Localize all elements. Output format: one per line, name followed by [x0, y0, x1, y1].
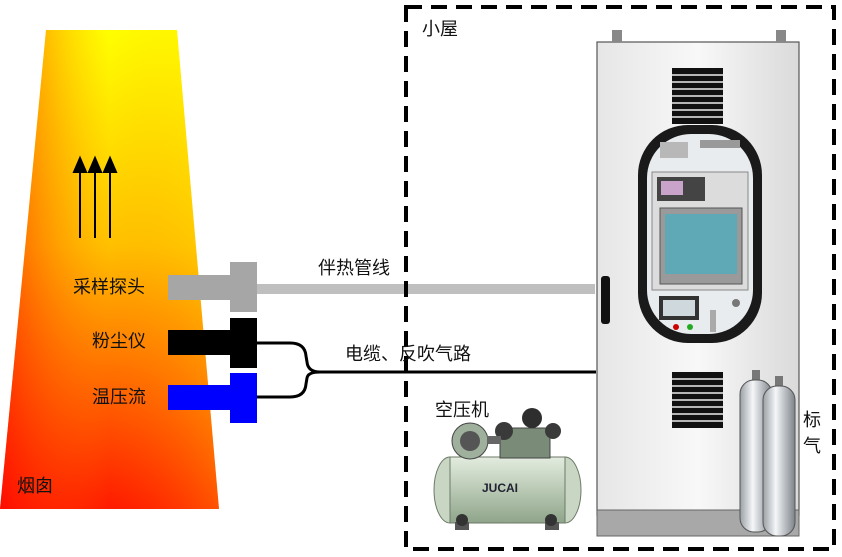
flow-arrows — [72, 155, 118, 238]
temp-pressure-flow-label: 温压流 — [92, 387, 146, 408]
cable-backblow-label: 电缆、反吹气路 — [345, 344, 471, 365]
shelter-boundary — [404, 5, 836, 551]
sampling-probe — [168, 262, 257, 312]
chimney-label: 烟囱 — [17, 476, 53, 497]
up-arrow-icon — [102, 155, 118, 238]
cable-line — [257, 341, 596, 399]
dust-meter-label: 粉尘仪 — [92, 331, 146, 352]
up-arrow-icon — [87, 155, 103, 238]
compressor-brand: JUCAI — [482, 481, 518, 495]
calibration-gas-label-2: 气 — [803, 436, 821, 457]
sampling-probe-label: 采样探头 — [73, 277, 145, 298]
heat-tracing-line — [257, 284, 595, 294]
air-compressor-icon: JUCAI — [433, 408, 582, 530]
analyzer-cabinet-icon — [596, 30, 800, 537]
air-compressor-label: 空压机 — [435, 400, 489, 421]
chimney — [0, 30, 219, 509]
calibration-gas-label-1: 标 — [803, 410, 821, 431]
temp-pressure-flow-probe — [168, 373, 257, 423]
shelter-label: 小屋 — [422, 19, 458, 40]
dust-meter-probe — [168, 318, 257, 368]
heat-tracing-line-label: 伴热管线 — [318, 258, 390, 279]
up-arrow-icon — [72, 155, 88, 238]
gas-cylinder-icon — [739, 370, 796, 537]
